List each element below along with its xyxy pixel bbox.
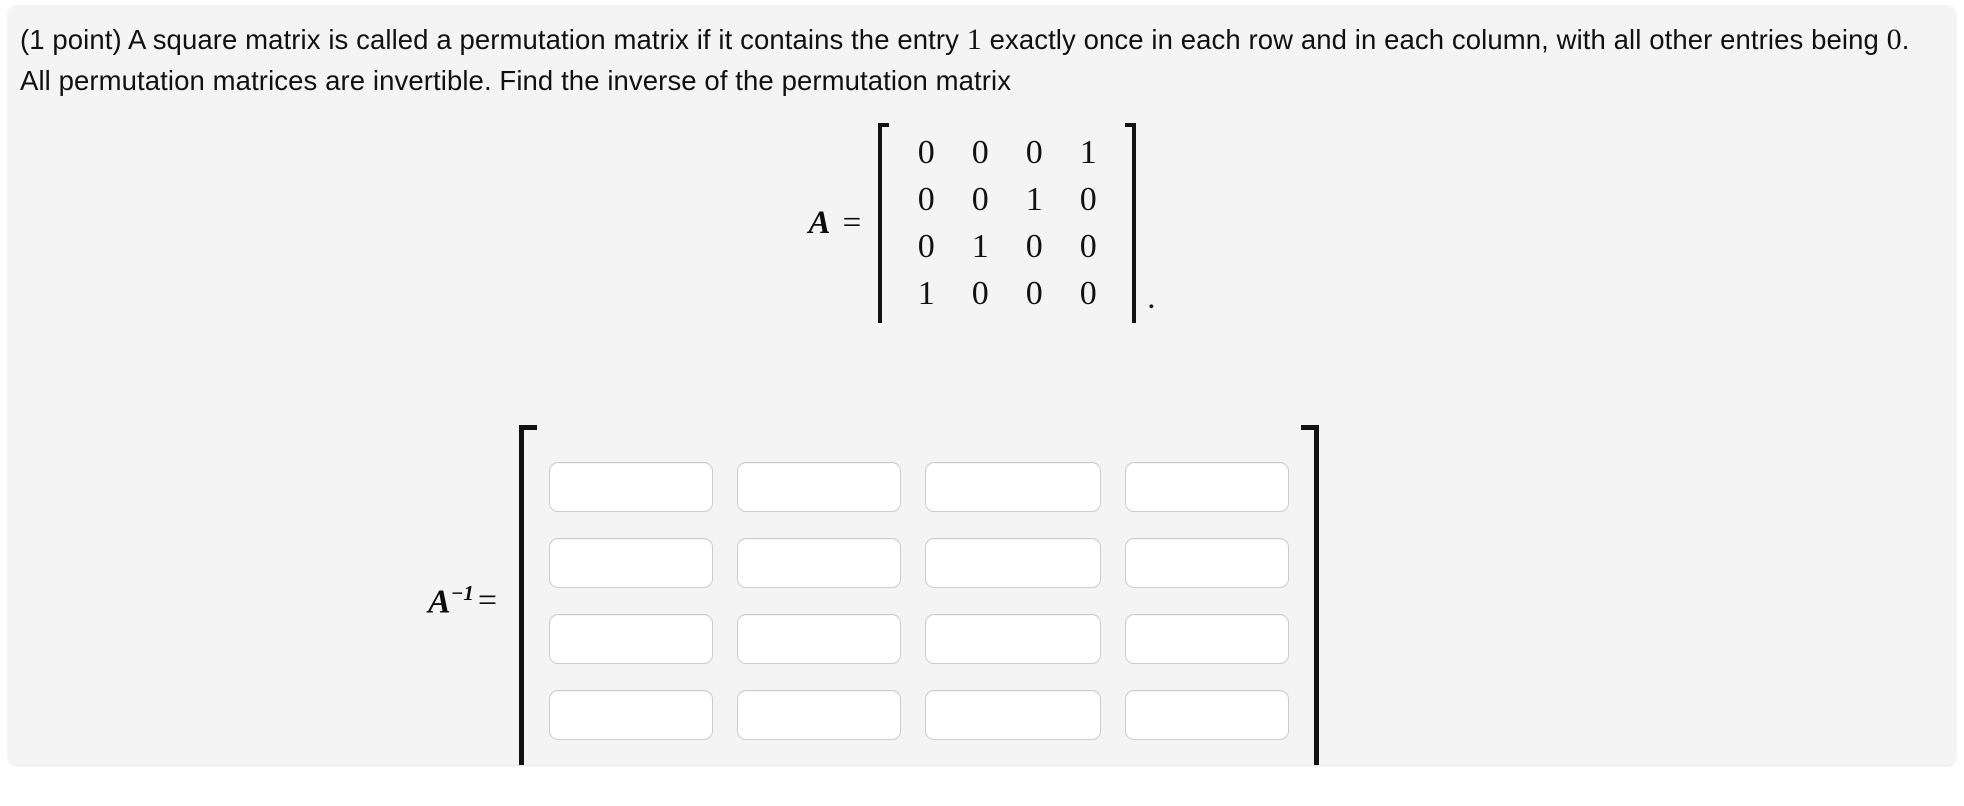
matrix-a-cell: 1 xyxy=(1079,134,1097,171)
answer-left-bracket xyxy=(515,425,538,765)
answer-input-row xyxy=(549,538,1290,588)
answer-input-r1c4[interactable] xyxy=(1125,462,1290,512)
matrix-a-cell: 1 xyxy=(971,228,989,265)
answer-input-r3c2[interactable] xyxy=(737,614,902,664)
answer-right-bracket xyxy=(1301,425,1323,765)
matrix-a-cell: 0 xyxy=(1025,228,1043,265)
answer-input-r1c3[interactable] xyxy=(925,462,1102,512)
answer-input-row xyxy=(549,690,1290,740)
answer-input-r4c1[interactable] xyxy=(549,690,714,740)
matrix-a-right-bracket xyxy=(1125,123,1139,323)
problem-statement: (1 point) A square matrix is called a pe… xyxy=(20,19,1944,101)
matrix-a-cell: 0 xyxy=(971,275,989,312)
answer-matrix-area: A−1 = xyxy=(428,425,1323,765)
answer-input-r1c2[interactable] xyxy=(737,462,902,512)
answer-input-r4c3[interactable] xyxy=(925,690,1102,740)
answer-input-r2c4[interactable] xyxy=(1125,538,1290,588)
statement-text-part-2: exactly once in each row and in each col… xyxy=(989,24,1879,55)
matrix-a-display: A = 0 0 0 1 0 0 1 0 0 1 xyxy=(8,123,1956,323)
answer-equals-sign: = xyxy=(477,582,498,619)
matrix-a-cell: 0 xyxy=(1025,134,1043,171)
answer-matrix-label: A−1 xyxy=(428,581,474,621)
inline-math-zero: 0 xyxy=(1886,23,1902,56)
matrix-a-cell: 0 xyxy=(1025,275,1043,312)
matrix-a-left-bracket xyxy=(875,123,890,323)
matrix-a-cell: 1 xyxy=(1025,181,1043,218)
answer-input-r2c3[interactable] xyxy=(925,538,1102,588)
points-label: (1 point) xyxy=(20,24,122,55)
matrix-a-cell: 0 xyxy=(971,134,989,171)
matrix-a-cell: 0 xyxy=(917,181,935,218)
answer-input-grid xyxy=(537,462,1301,740)
matrix-a-row: 0 0 1 0 xyxy=(899,176,1115,223)
statement-text-part-3: . All permutation matrices are invertibl… xyxy=(20,24,1910,96)
answer-input-r3c1[interactable] xyxy=(549,614,714,664)
matrix-a-equals: = xyxy=(842,204,862,241)
answer-input-r2c1[interactable] xyxy=(549,538,714,588)
answer-input-row xyxy=(549,462,1290,512)
problem-card: (1 point) A square matrix is called a pe… xyxy=(8,5,1956,765)
answer-label-base: A xyxy=(428,583,451,621)
answer-input-row xyxy=(549,614,1290,664)
matrix-a-cell: 0 xyxy=(1079,228,1097,265)
answer-input-r1c1[interactable] xyxy=(549,462,714,512)
answer-input-r2c2[interactable] xyxy=(737,538,902,588)
matrix-a-grid: 0 0 0 1 0 0 1 0 0 1 0 0 1 xyxy=(889,123,1125,323)
matrix-a-label: A xyxy=(808,204,831,241)
answer-input-r3c3[interactable] xyxy=(925,614,1102,664)
answer-input-r4c2[interactable] xyxy=(737,690,902,740)
matrix-a-cell: 0 xyxy=(1079,181,1097,218)
answer-input-r4c4[interactable] xyxy=(1125,690,1290,740)
matrix-a-row: 1 0 0 0 xyxy=(899,270,1115,317)
matrix-a-row: 0 1 0 0 xyxy=(899,223,1115,270)
matrix-a-cell: 0 xyxy=(971,181,989,218)
statement-text-part-1: A square matrix is called a permutation … xyxy=(128,24,959,55)
matrix-a-cell: 0 xyxy=(917,228,935,265)
matrix-a-cell: 0 xyxy=(917,134,935,171)
matrix-a-cell: 0 xyxy=(1079,275,1097,312)
inline-math-one: 1 xyxy=(966,23,982,56)
answer-label-exponent: −1 xyxy=(450,580,474,605)
matrix-a-row: 0 0 0 1 xyxy=(899,129,1115,176)
matrix-a-trailing-period: . xyxy=(1147,280,1156,316)
matrix-a-cell: 1 xyxy=(917,275,935,312)
answer-input-r3c4[interactable] xyxy=(1125,614,1290,664)
